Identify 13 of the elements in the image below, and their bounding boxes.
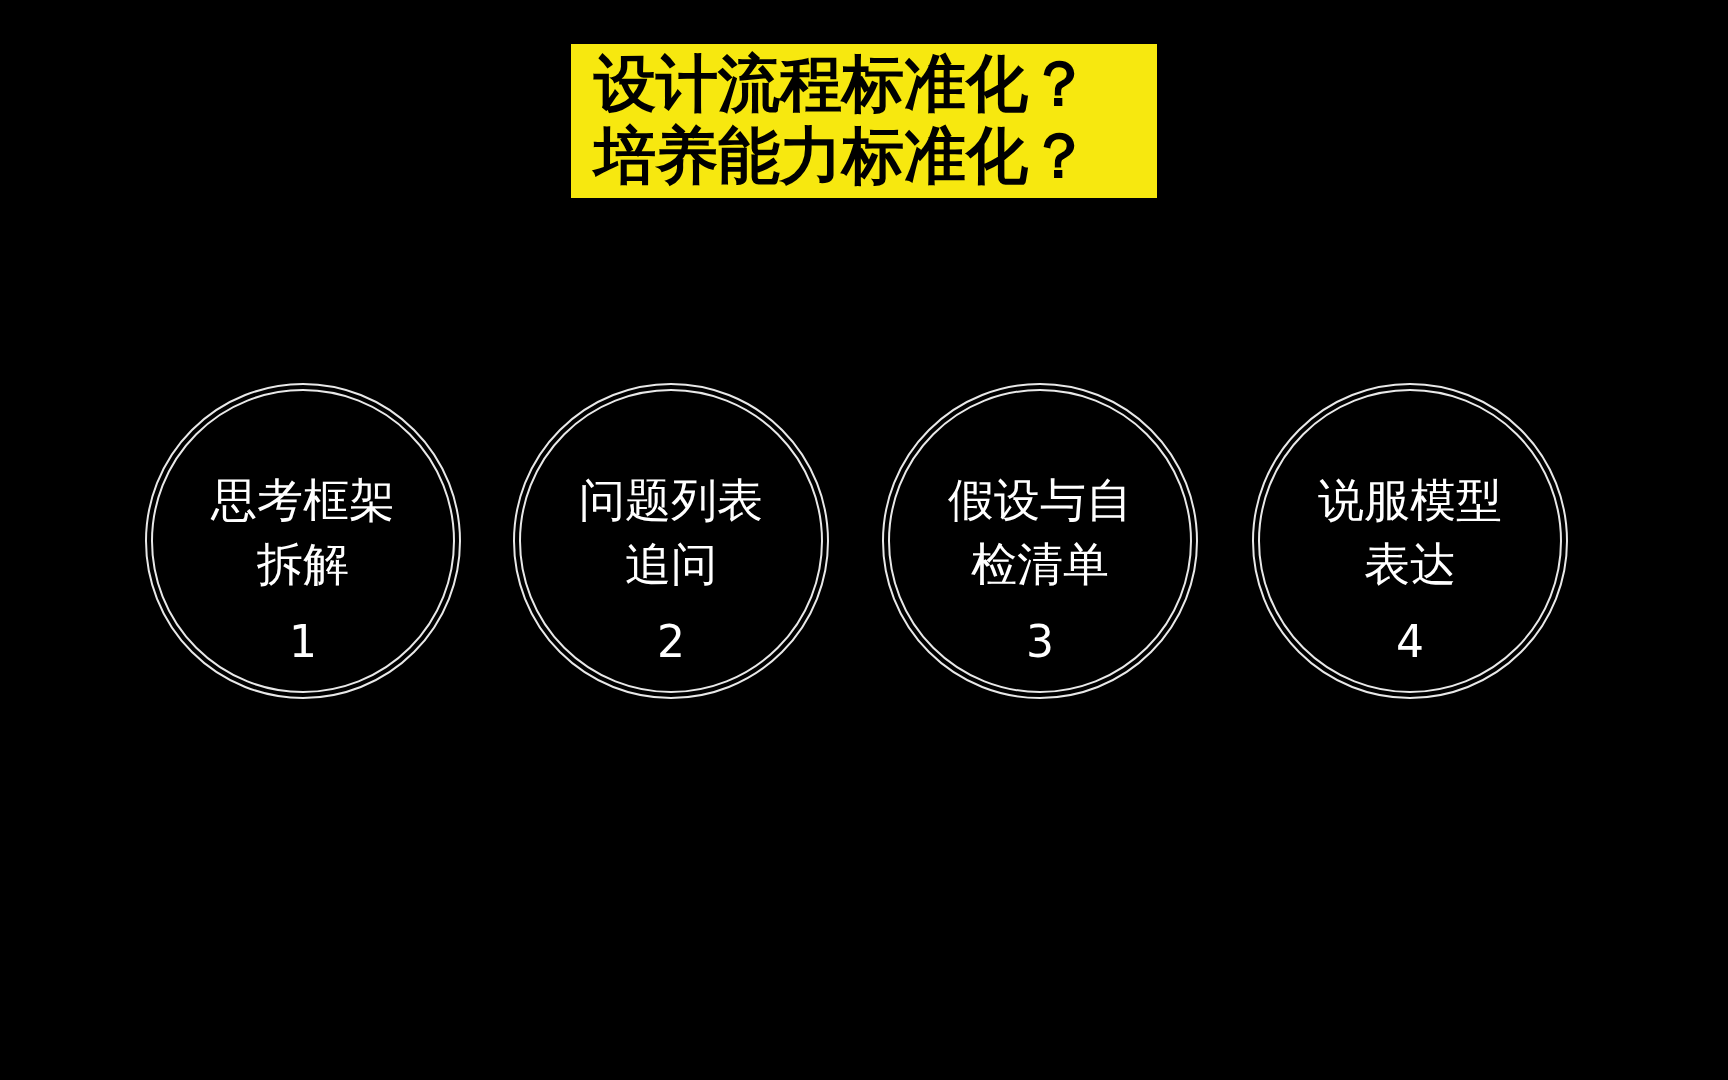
step-label: 假设与自检清单 [947,472,1133,593]
double-circle [1252,383,1568,699]
double-circle [513,383,829,699]
step-label: 问题列表追问 [578,472,764,593]
step-label: 说服模型表达 [1317,472,1503,593]
step-number: 4 [1396,615,1424,669]
step-number: 1 [289,615,317,669]
title: 设计流程标准化？培养能力标准化？ [594,48,1091,192]
step-number: 3 [1026,615,1054,669]
step-number: 2 [657,615,685,669]
double-circle [882,383,1198,699]
step-label: 思考框架拆解 [210,472,396,593]
double-circle [145,383,461,699]
